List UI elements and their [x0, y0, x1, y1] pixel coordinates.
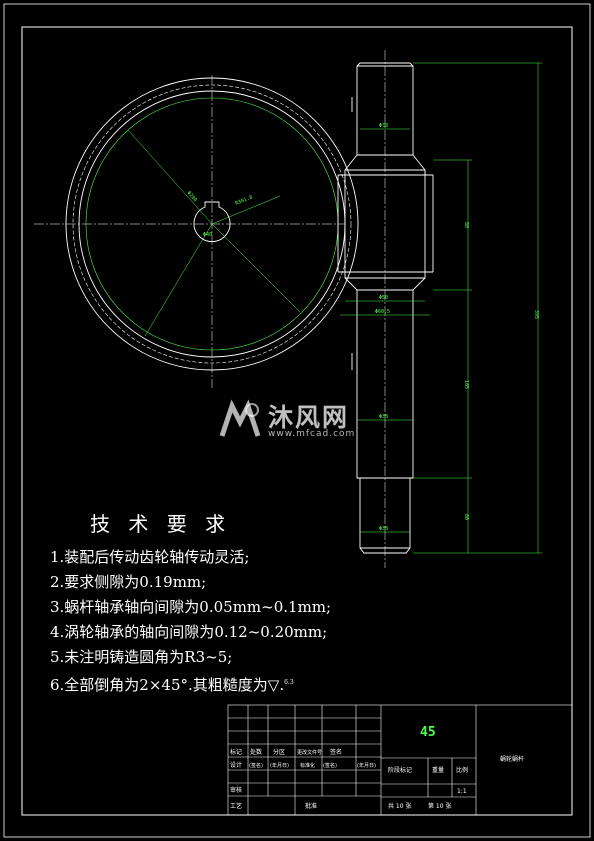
dim-shaft-mid2: Φ60.5: [375, 309, 390, 315]
note-line-6: 6.全部倒角为2×45°.其粗糙度为▽.6.3: [50, 670, 390, 698]
tb-design-sign: (签名): [249, 762, 263, 769]
tb-scale-label: 比例: [456, 766, 468, 774]
technical-requirements: 技 术 要 求 1.装配后传动齿轮轴传动灵活; 2.要求侧隙为0.19mm; 3…: [50, 508, 390, 698]
shaft-dimensions: [340, 62, 542, 554]
tb-change-doc: 更改文件号: [297, 749, 322, 756]
watermark-brand: 沐风网: [268, 403, 350, 432]
tb-process: 工艺: [230, 802, 242, 810]
tb-design-date: (年月日): [270, 762, 289, 769]
roughness-value: 6.3: [284, 679, 294, 686]
tb-approve: 批准: [305, 802, 317, 810]
dim-shaft-top: Φ38: [379, 123, 388, 129]
tb-standard-date: (年月日): [357, 762, 376, 769]
dim-len-b: 185: [463, 380, 469, 389]
note-line-5: 5.未注明铸造圆角为R3~5;: [50, 648, 233, 666]
dim-len-total: 395: [533, 310, 539, 319]
tb-standard-sign: (签名): [323, 762, 337, 769]
dim-shaft-bottom: Φ38: [379, 526, 388, 532]
tb-design: 设计: [230, 761, 242, 769]
tb-scale: 1:1: [457, 788, 467, 795]
tb-zone: 分区: [273, 748, 285, 756]
part-name: 蜗轮蜗杆: [500, 755, 524, 763]
dim-shaft-lower: Φ38: [379, 414, 388, 420]
dim-bore: Φ40: [203, 232, 212, 238]
tb-weight: 重量: [432, 766, 444, 774]
dim-shaft-mid: Φ50: [379, 295, 388, 301]
tb-stage: 阶段标记: [388, 766, 412, 774]
watermark-url: www.mfcad.com: [268, 429, 356, 439]
outer-border: [3, 3, 591, 838]
note-line-3: 3.蜗杆轴承轴向间隙为0.05mm~0.1mm;: [50, 598, 332, 616]
note-line-6-text: 6.全部倒角为2×45°.其粗糙度为▽.: [50, 676, 285, 694]
worm-shaft-view: [337, 50, 434, 568]
notes-title: 技 术 要 求: [90, 512, 232, 536]
tb-review: 审核: [230, 786, 242, 794]
tb-standard: 标准化: [300, 762, 315, 769]
dim-len-c: 80: [463, 514, 469, 520]
note-line-2: 2.要求侧隙为0.19mm;: [50, 573, 207, 591]
watermark-logo-icon: [219, 399, 261, 437]
tb-sign: 签名: [330, 748, 342, 756]
bore-keyway: [193, 201, 231, 243]
note-line-4: 4.涡轮轴承的轴向间隙为0.12~0.20mm;: [50, 623, 328, 641]
worm-wheel-view: Φ280 R301.8 Φ40: [34, 75, 359, 388]
title-block: [227, 704, 573, 816]
tb-sheet-total: 共 10 张: [388, 802, 411, 810]
tb-mark: 标记: [230, 748, 242, 756]
tb-count: 处数: [250, 748, 262, 756]
material-label: 45: [420, 725, 436, 740]
tb-sheet-no: 第 10 张: [428, 802, 451, 810]
watermark: 沐风网 www.mfcad.com: [218, 398, 378, 444]
dim-wheel-r: R301.8: [235, 195, 254, 207]
note-line-1: 1.装配后传动齿轮轴传动灵活;: [50, 548, 250, 566]
dim-len-a: 80: [463, 222, 469, 228]
